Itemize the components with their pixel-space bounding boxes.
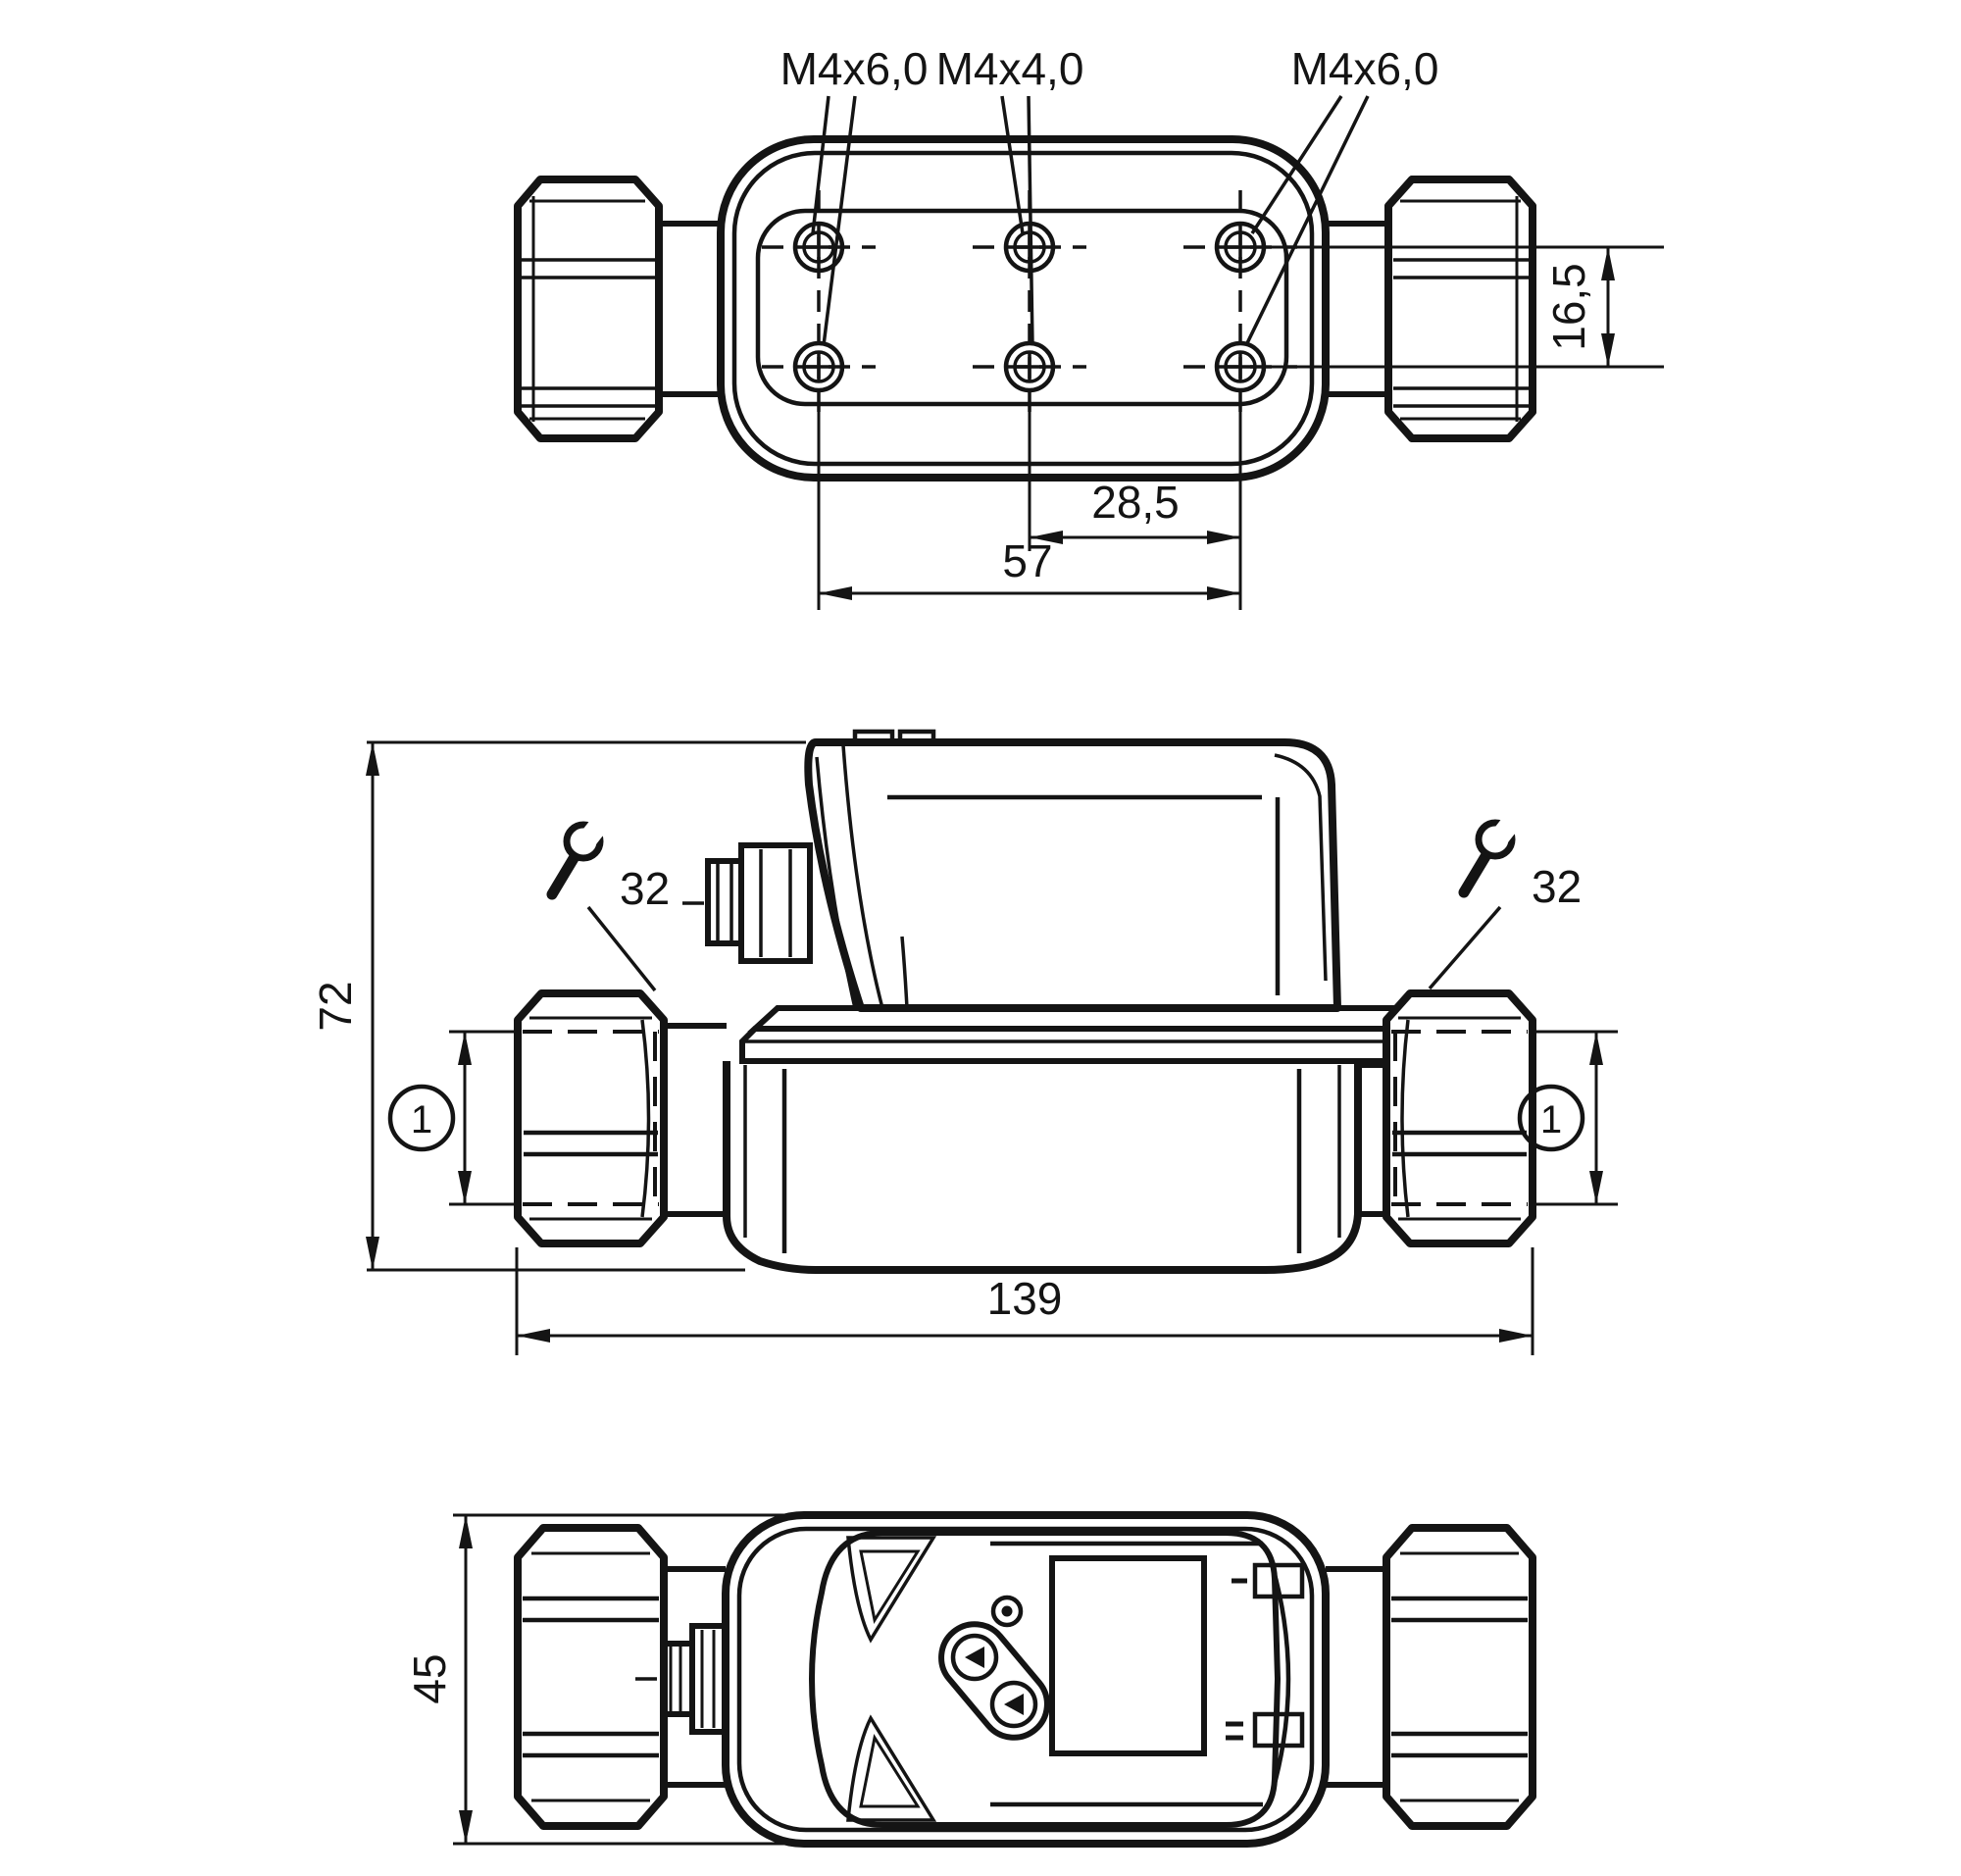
dim-overall-width: 45 [404, 1513, 784, 1846]
corner-accent-top [846, 1536, 937, 1644]
display-window [1049, 1555, 1207, 1756]
up-button [950, 1633, 999, 1682]
dim-hole-row-spacing: 16,5 [1267, 245, 1664, 369]
top-view-right-hex-fitting [1384, 176, 1536, 442]
top-view-right-neck [1326, 221, 1388, 397]
top-view-left-hex-fitting [514, 176, 663, 442]
top-view-body [717, 135, 1330, 482]
led-indicator [990, 1595, 1024, 1628]
process-connection-callout-right: 1 [1517, 1030, 1618, 1206]
button-cluster [938, 1621, 1050, 1741]
dim-72-text: 72 [310, 981, 361, 1031]
process-connection-callout-left: 1 [387, 1030, 520, 1206]
output-tab-2 [1226, 1711, 1305, 1749]
corner-accent-bottom [846, 1714, 937, 1822]
wrench-size-right: 32 [1532, 861, 1582, 912]
side-view-m12-connector [682, 842, 813, 964]
hole-column-3 [1183, 190, 1297, 424]
thread-label-2: M4x4,0 [936, 43, 1084, 94]
hole-column-1 [762, 190, 876, 424]
thread-label-1: M4x6,0 [780, 43, 929, 94]
front-view-right-hex-nut [1383, 1524, 1536, 1830]
front-view-face [808, 1530, 1305, 1828]
side-view-sensor-head [804, 729, 1341, 1012]
wrench-icon [546, 809, 614, 900]
side-view-pipe-body [664, 1023, 1386, 1274]
dim-57-text: 57 [1002, 535, 1052, 586]
thread-labels: M4x6,0 M4x4,0 M4x6,0 [780, 43, 1439, 346]
wrench-callout-left: 32 [546, 809, 670, 992]
front-view-left-hex-nut [514, 1524, 668, 1830]
mounting-holes [762, 190, 1297, 424]
dim-overall-height: 72 [310, 740, 806, 1272]
top-view-left-neck [659, 221, 723, 397]
front-view-m12-connector [635, 1623, 729, 1735]
thread-label-3: M4x6,0 [1291, 43, 1439, 94]
front-view-right-neck [1326, 1566, 1386, 1788]
wrench-callout-right: 32 [1428, 807, 1582, 990]
dim-45-text: 45 [404, 1653, 455, 1703]
down-button-arrow-icon [1004, 1694, 1024, 1715]
dim-hole-col-spacings: 28,5 57 [817, 390, 1242, 610]
top-view: M4x6,0 M4x4,0 M4x6,0 16,5 28,5 57 [514, 43, 1664, 610]
callout-number-right: 1 [1540, 1098, 1562, 1141]
side-view-left-hex-nut [514, 989, 668, 1247]
down-button [989, 1680, 1038, 1729]
output-tab-1 [1232, 1562, 1305, 1599]
side-view-skirt [739, 1005, 1470, 1064]
front-view-body [722, 1511, 1330, 1848]
front-view: 45 [404, 1511, 1536, 1848]
wrench-icon [1458, 807, 1526, 898]
side-view: 32 32 1 1 [310, 729, 1618, 1355]
dim-overall-length: 139 [515, 1247, 1534, 1355]
dim-139-text: 139 [987, 1273, 1063, 1324]
dim-28-5-text: 28,5 [1091, 477, 1180, 528]
wrench-size-left: 32 [620, 863, 670, 914]
callout-number-left: 1 [411, 1098, 432, 1141]
front-view-left-neck [664, 1566, 726, 1788]
dim-16-5-text: 16,5 [1543, 263, 1594, 351]
up-button-arrow-icon [965, 1647, 984, 1668]
side-view-right-hex-nut [1383, 989, 1536, 1247]
